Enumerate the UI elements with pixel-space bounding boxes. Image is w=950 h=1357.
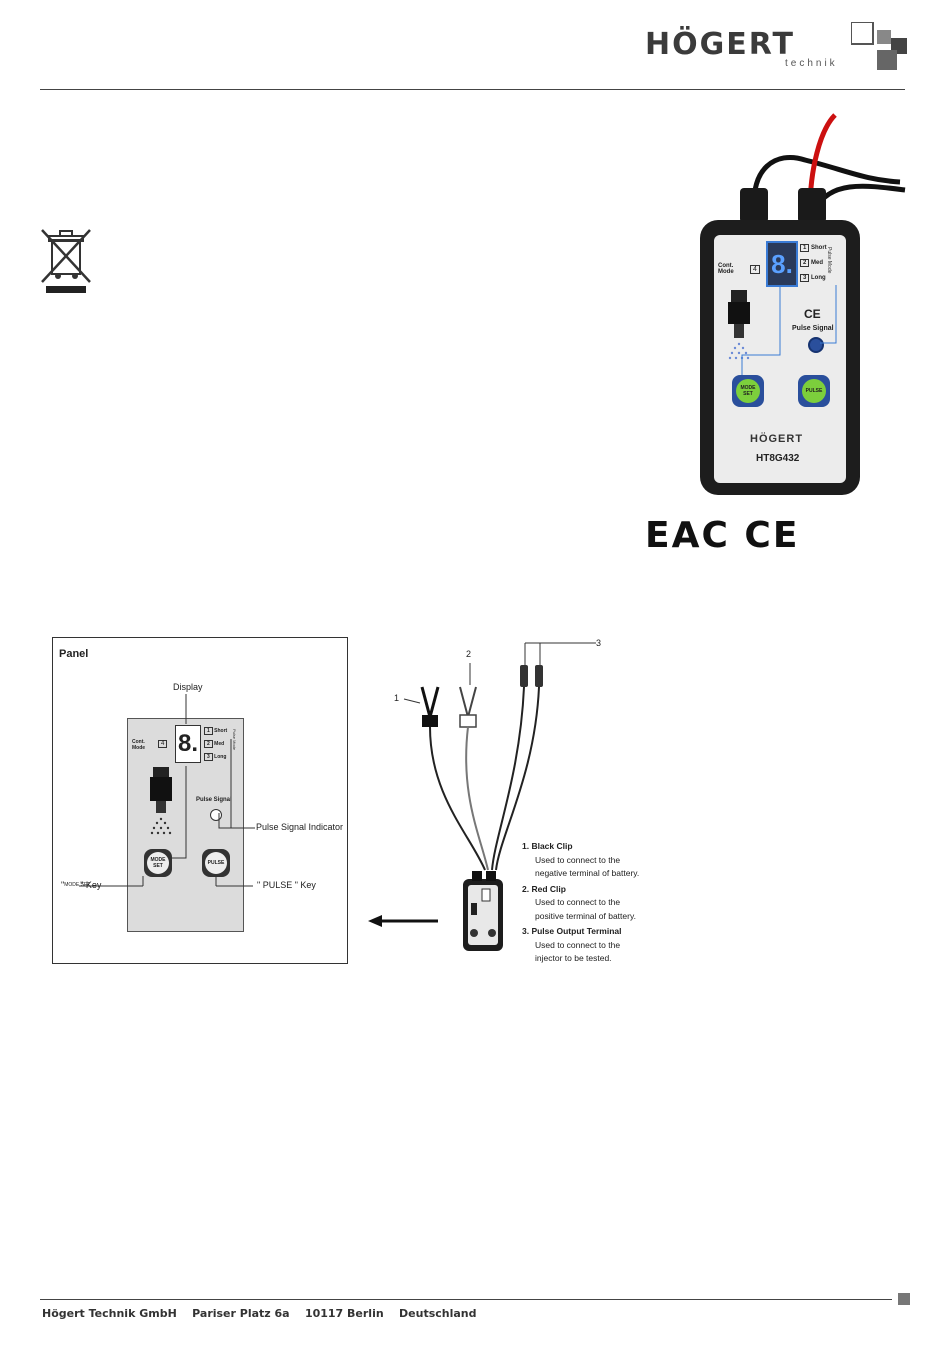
weee-bin-icon (41, 229, 91, 293)
panel-diagram: Panel Display 8. Cont. Mode 4 1 Short 2 … (52, 637, 348, 964)
panel-pulse-key-face: PULSE (205, 852, 227, 874)
device-mode-long: 3 Long (800, 271, 827, 286)
header-rule (40, 89, 905, 90)
device-mode-med: 2 Med (800, 256, 827, 271)
device-injector-icon (728, 290, 750, 360)
panel-leader-lines (79, 694, 255, 887)
device-pulse-mode-label: Pulse Mode (826, 247, 832, 274)
device-model: HT8G432 (756, 453, 800, 464)
device-body: 8. Cont. Mode 4 1 Short 2 Med 3 Long Pul… (700, 220, 860, 495)
device-blue-lines (741, 285, 837, 380)
black-clip-icon (420, 686, 440, 727)
panel-display: 8. (175, 725, 201, 763)
device-pulse-key[interactable]: PULSE (798, 375, 830, 407)
panel-mode-set-key[interactable]: MODE SET (144, 849, 172, 877)
panel-mode-set-key-face: MODE SET (147, 852, 169, 874)
device-cables-icon (740, 113, 906, 223)
panel-pulse-indicator-label: Pulse Signal Indicator (256, 822, 344, 832)
device-cont-mode-num: 4 (750, 265, 760, 274)
wiring-legend: 1. Black Clip Used to connect to the neg… (522, 840, 639, 966)
panel-title: Panel (59, 648, 89, 660)
brand-name: HÖGERT (645, 27, 795, 62)
panel-mode-key-label: "MODE SET" Key (61, 880, 102, 890)
panel-mode-short: 1 Short (204, 725, 227, 738)
logo-squares-icon (851, 22, 907, 70)
device-photo: 8. Cont. Mode 4 1 Short 2 Med 3 Long Pul… (695, 110, 910, 500)
device-mode-list: 1 Short 2 Med 3 Long (800, 241, 827, 286)
footer-page-marker (898, 1293, 910, 1305)
device-pulse-key-face: PULSE (802, 379, 826, 403)
wiring-item-black-clip: 1. Black Clip Used to connect to the neg… (522, 841, 640, 878)
brand-sub: technik (785, 58, 838, 69)
callout-3: 3 (596, 638, 602, 648)
wiring-diagram (368, 642, 596, 951)
device-faceplate: 8. Cont. Mode 4 1 Short 2 Med 3 Long Pul… (714, 235, 846, 483)
footer-street: Pariser Platz 6a (192, 1307, 290, 1320)
callout-2: 2 (466, 649, 472, 659)
device-mode-short: 1 Short (800, 241, 827, 256)
panel-pulse-key-label: " PULSE " Key (257, 880, 316, 890)
device-display: 8. (766, 241, 798, 287)
wiring-item-red-clip: 2. Red Clip Used to connect to the posit… (522, 883, 636, 921)
panel-cont-mode-num: 4 (158, 740, 168, 748)
wiring-item-pulse-output: 3. Pulse Output Terminal Used to connect… (522, 926, 622, 963)
device-mode-set-key-face: MODE SET (736, 379, 760, 403)
certification-marks: EAC CE (645, 515, 800, 556)
panel-pulse-mode-label: Pulse Mode (232, 729, 237, 751)
footer-address: Högert Technik GmbH Pariser Platz 6a 101… (42, 1307, 477, 1320)
panel-mode-long: 3 Long (204, 751, 227, 764)
panel-pulse-signal-label: Pulse Signal (196, 797, 232, 803)
footer-city: 10117 Berlin (304, 1307, 384, 1320)
panel-mode-list: 1 Short 2 Med 3 Long (204, 725, 227, 764)
panel-mode-med: 2 Med (204, 738, 227, 751)
device-mode-set-key[interactable]: MODE SET (732, 375, 764, 407)
device-ce-mark: CE (804, 307, 821, 321)
red-clip-icon (459, 686, 477, 728)
footer-country: Deutschland (399, 1307, 477, 1320)
header-logo: HÖGERT technik (645, 22, 910, 72)
panel-injector-icon (150, 767, 172, 835)
panel-cont-mode: Cont. Mode (132, 739, 146, 751)
panel-display-label: Display (173, 682, 203, 692)
device-brand: HÖGERT (750, 433, 804, 445)
footer-rule (40, 1299, 892, 1300)
callout-1: 1 (394, 693, 400, 703)
device-cont-mode: Cont. Mode (718, 263, 734, 275)
device-pulse-indicator (808, 337, 824, 353)
device-pulse-signal-label: Pulse Signal (792, 325, 834, 332)
footer-company: Högert Technik GmbH (42, 1307, 177, 1320)
panel-pulse-key[interactable]: PULSE (202, 849, 230, 877)
